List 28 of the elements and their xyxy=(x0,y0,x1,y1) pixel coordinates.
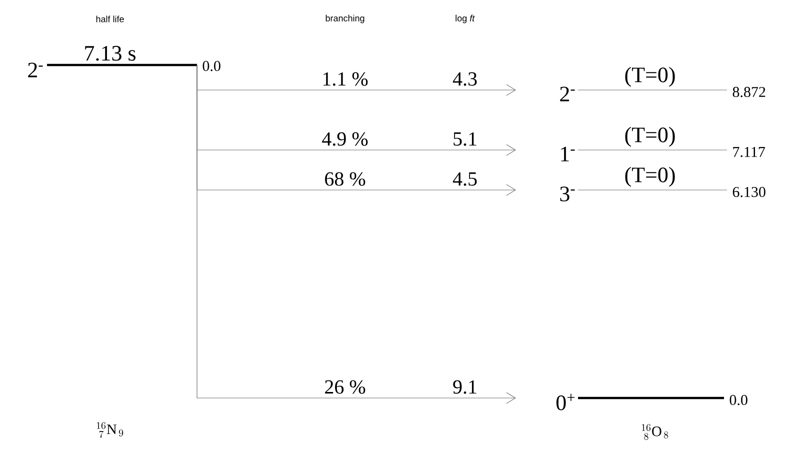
spin-label: 1$^{-}$ xyxy=(561,146,575,162)
arrow xyxy=(196,64,516,404)
energy-label: 7.117 xyxy=(733,146,765,158)
column-header: branching xyxy=(326,14,364,24)
energy-label: 8.872 xyxy=(732,86,766,98)
branching-label: 1.1 % xyxy=(323,72,368,86)
log-ft-label: 4.3 xyxy=(452,72,477,86)
energy-label: 0.0 xyxy=(202,60,220,72)
nuclide-label: ${}^{16}_{\;7}\mathrm{N}_{\,9}$ xyxy=(96,422,124,438)
spin-label: 2$^{-}$ xyxy=(28,62,43,78)
branching-label: 68 % xyxy=(325,172,366,186)
isospin-label: (T=0) xyxy=(625,66,675,87)
log-ft-label: 4.5 xyxy=(452,172,477,186)
log-ft-label: 9.1 xyxy=(453,380,476,394)
column-header: half life xyxy=(96,16,124,22)
log-ft-label: 5.1 xyxy=(454,132,476,146)
half-life-label: 7.13 s xyxy=(85,46,136,61)
isospin-label: (T=0) xyxy=(625,126,675,147)
energy-label: 0.0 xyxy=(730,394,748,406)
branching-label: 26 % xyxy=(325,380,366,394)
spin-label: 2$^{-}$ xyxy=(560,86,575,102)
column-header: log ft xyxy=(456,14,475,24)
nuclide-label: ${}^{16}_{\;8}\mathrm{O}_{\,8}$ xyxy=(642,424,668,440)
isospin-label: (T=0) xyxy=(625,166,675,187)
energy-label: 6.130 xyxy=(732,186,766,198)
spin-label: 3$^{-}$ xyxy=(560,186,575,202)
branching-label: 4.9 % xyxy=(322,132,368,146)
spin-label: 0$^{+}$ xyxy=(556,394,575,410)
